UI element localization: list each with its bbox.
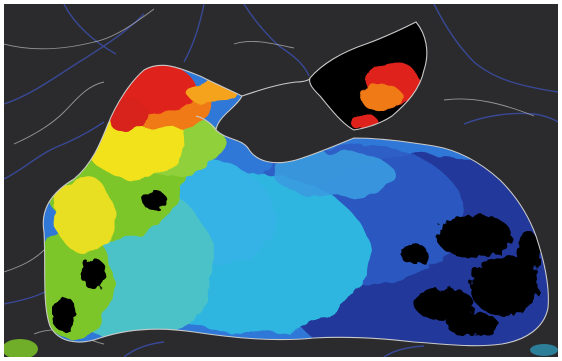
sea-colour-map [4, 4, 558, 357]
borders [4, 8, 535, 345]
coastline [42, 21, 549, 347]
river-network [4, 4, 558, 357]
corner-land-patches [4, 339, 558, 357]
no-data-patches [52, 190, 541, 336]
map-frame [4, 4, 558, 357]
